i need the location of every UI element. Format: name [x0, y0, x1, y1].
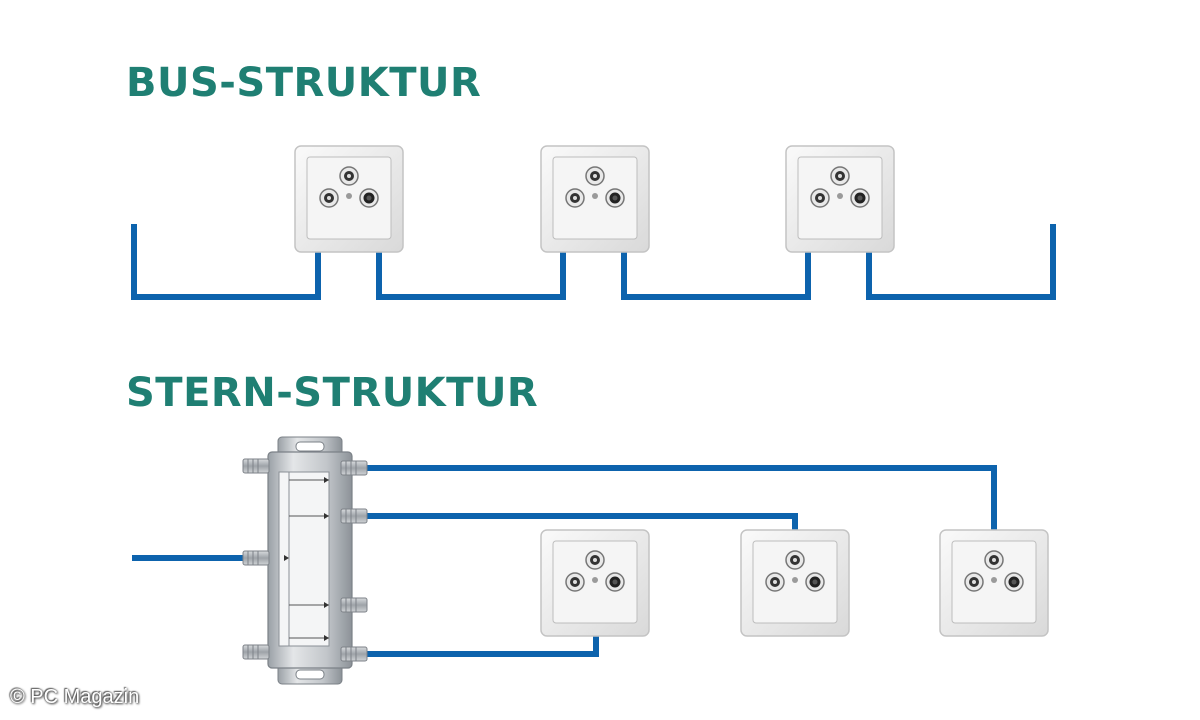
star-structure-title: STERN-STRUKTUR: [126, 370, 539, 416]
antenna-socket: [939, 529, 1049, 637]
antenna-socket: [294, 145, 404, 253]
star-cables: [132, 465, 997, 657]
splitter-icon: [242, 436, 368, 685]
bus-cable-segment: [621, 252, 811, 300]
bus-cables: [131, 224, 1056, 300]
antenna-socket: [785, 145, 895, 253]
star-cable-segment: [366, 513, 798, 530]
star-sockets: [540, 529, 1049, 637]
bus-cable-segment: [866, 224, 1056, 300]
bus-cable-segment: [131, 224, 321, 300]
antenna-socket: [540, 145, 650, 253]
antenna-socket: [540, 529, 650, 637]
star-cable-segment: [366, 465, 997, 530]
bus-sockets: [294, 145, 895, 253]
bus-structure-title: BUS-STRUKTUR: [126, 60, 482, 106]
copyright-credit: © PC Magazin: [10, 686, 140, 708]
bus-cable-segment: [376, 252, 566, 300]
star-cable-segment: [366, 636, 599, 657]
antenna-socket: [740, 529, 850, 637]
